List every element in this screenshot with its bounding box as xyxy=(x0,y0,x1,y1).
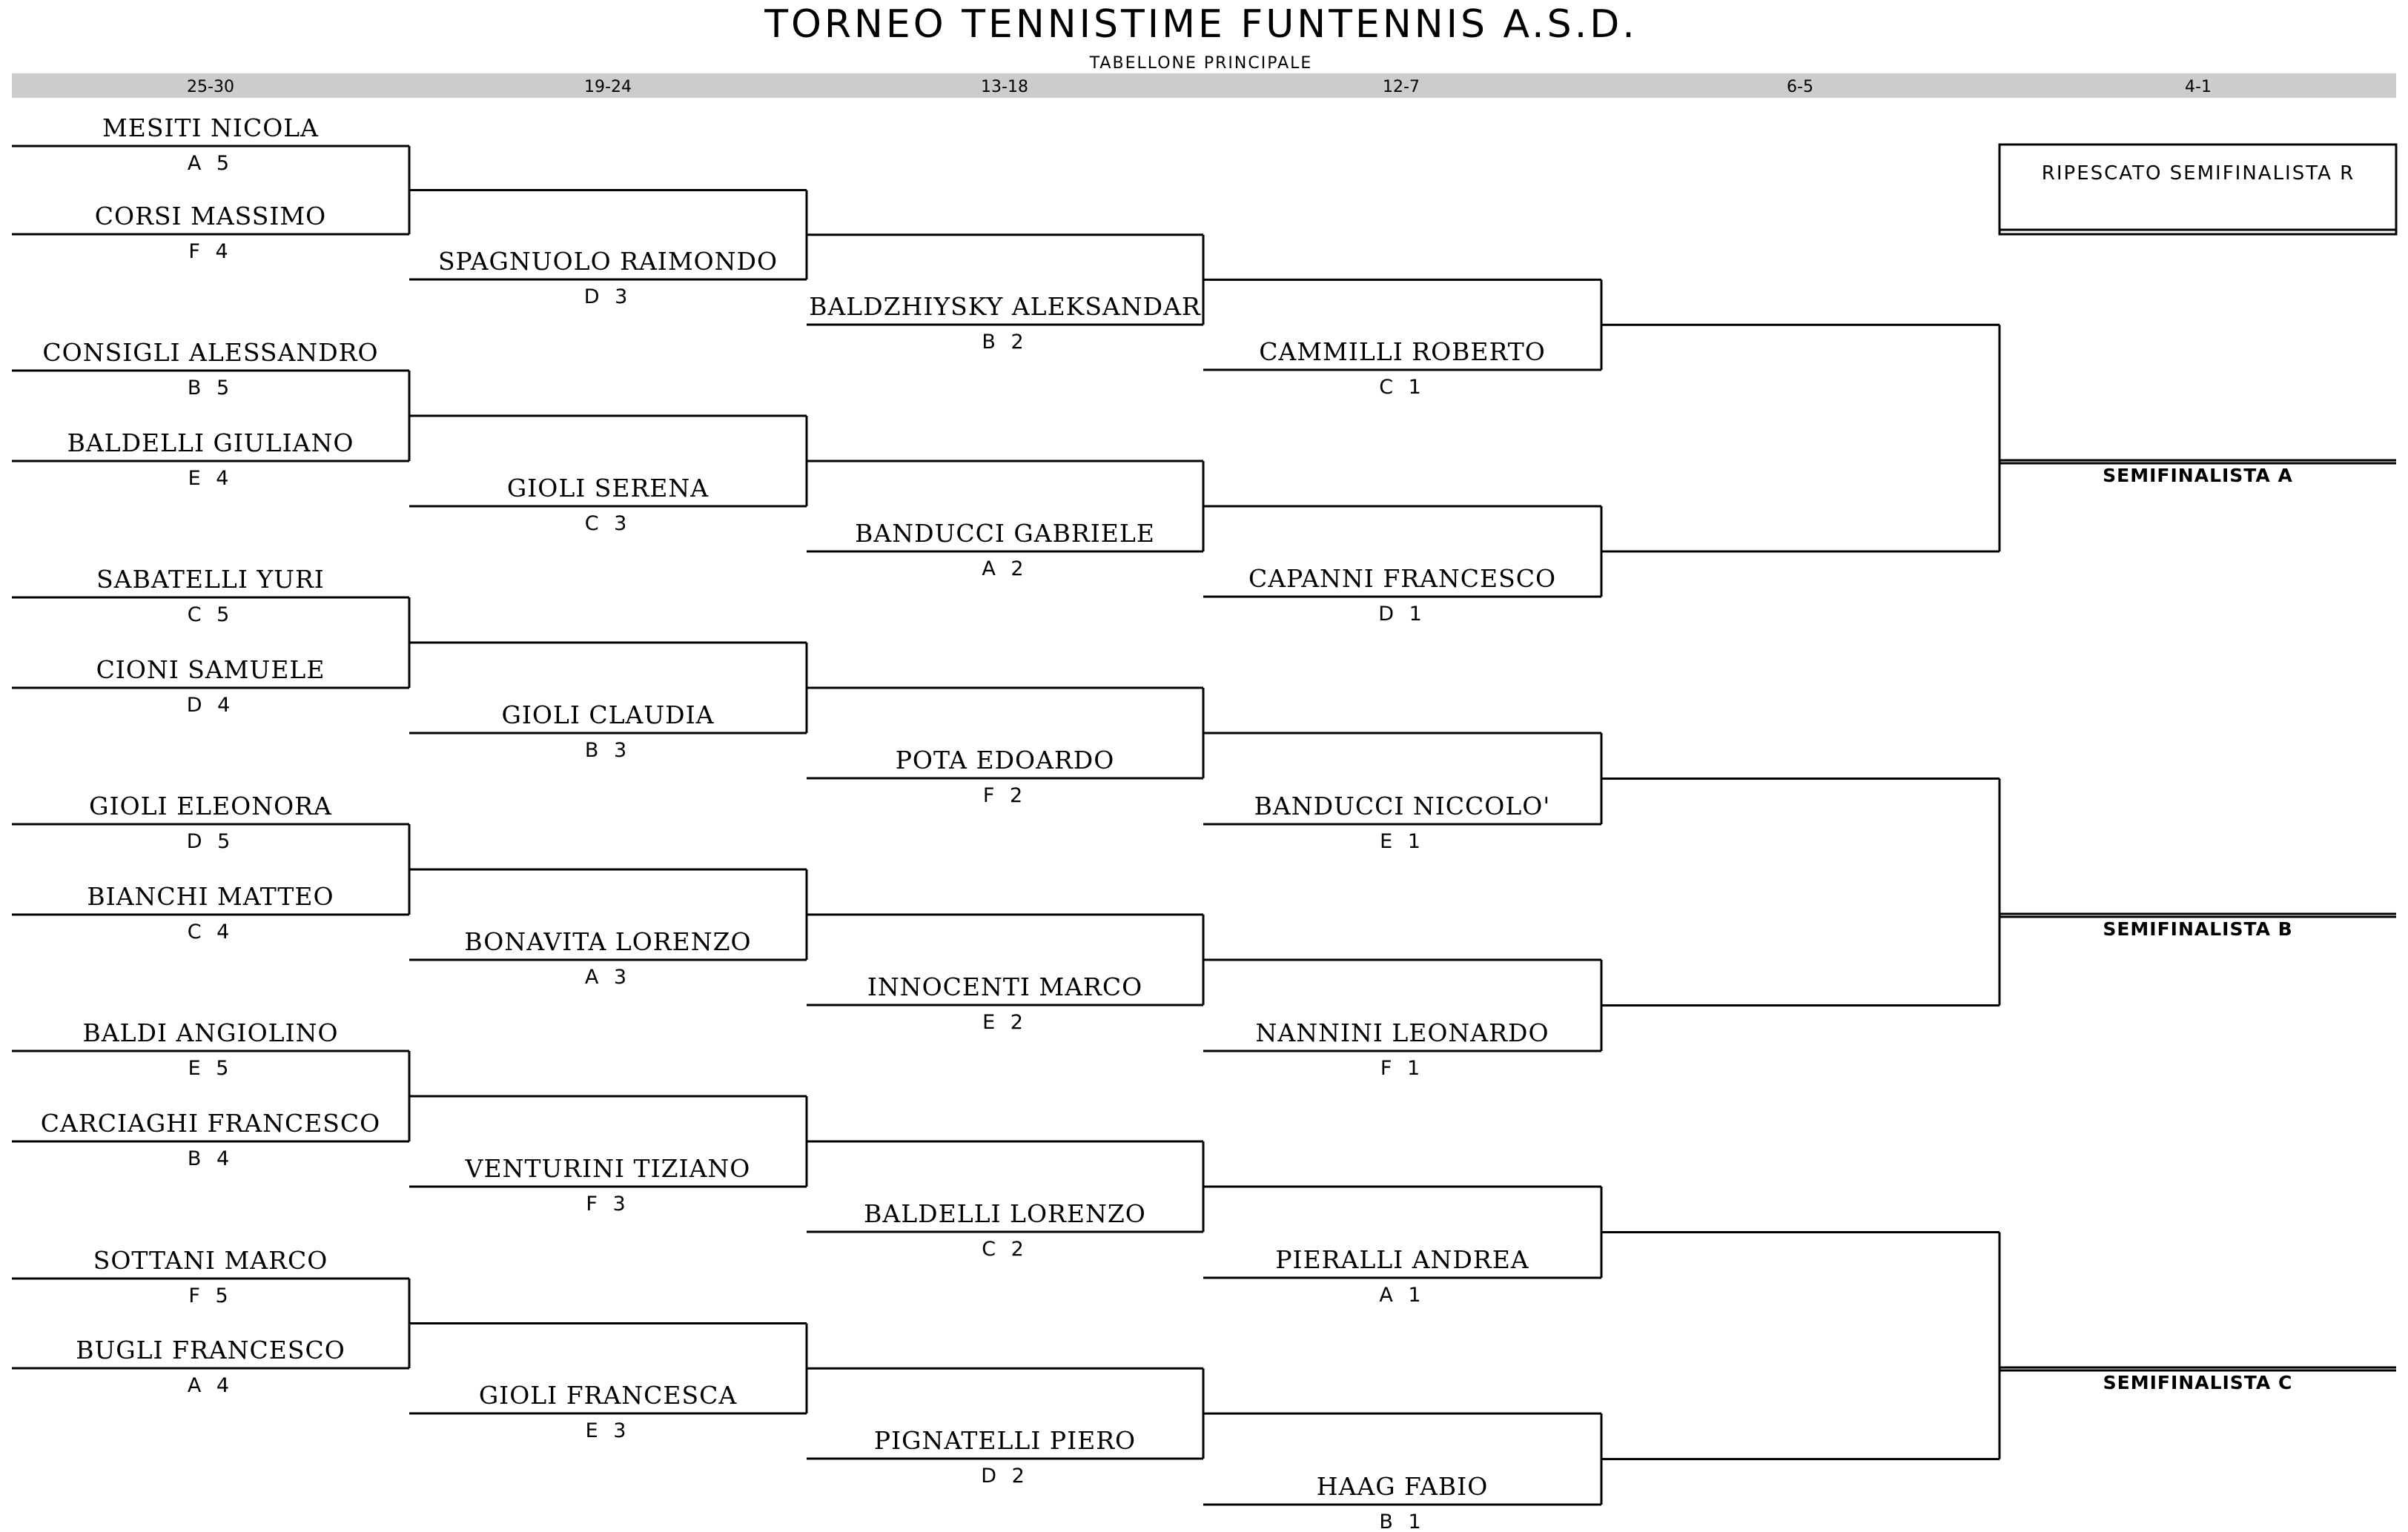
round-header-3: 13-18 xyxy=(981,78,1028,96)
player-name: PIGNATELLI PIERO xyxy=(874,1426,1136,1455)
round-header-1: 25-30 xyxy=(187,78,234,96)
player-seed: D 3 xyxy=(584,285,632,308)
player-name: SABATELLI YURI xyxy=(96,565,325,594)
player-seed: D 1 xyxy=(1378,603,1426,626)
player-seed: D 5 xyxy=(187,830,235,853)
player-name: BANDUCCI GABRIELE xyxy=(855,519,1155,548)
player-name: BIANCHI MATTEO xyxy=(87,882,334,911)
player-seed: E 4 xyxy=(188,467,234,490)
semifinal-slot: SEMIFINALISTA B xyxy=(2103,918,2292,940)
player-name: CORSI MASSIMO xyxy=(95,202,326,231)
player-seed: D 2 xyxy=(981,1465,1029,1488)
semifinal-slot: SEMIFINALISTA A xyxy=(2103,465,2293,486)
player-name: BALDELLI GIULIANO xyxy=(67,428,354,457)
player-name: GIOLI SERENA xyxy=(507,474,709,503)
player-seed: F 1 xyxy=(1380,1057,1424,1080)
player-name: NANNINI LEONARDO xyxy=(1255,1018,1549,1047)
semifinal-slot: SEMIFINALISTA C xyxy=(2103,1372,2293,1393)
player-name: CIONI SAMUELE xyxy=(96,655,325,684)
player-name: CONSIGLI ALESSANDRO xyxy=(42,338,378,367)
player-seed: F 3 xyxy=(586,1193,629,1216)
player-seed: F 2 xyxy=(983,784,1027,807)
player-name: VENTURINI TIZIANO xyxy=(465,1154,751,1183)
player-seed: C 4 xyxy=(188,921,234,944)
bracket-labels: MESITI NICOLA A 5 CORSI MASSIMO F 4 CONSIGLI… xyxy=(41,113,2293,1532)
player-seed: C 5 xyxy=(188,603,234,626)
player-seed: B 2 xyxy=(982,331,1028,354)
player-seed: A 3 xyxy=(585,966,631,989)
player-seed: E 2 xyxy=(982,1011,1028,1034)
round-header-6: 4-1 xyxy=(2185,78,2212,96)
player-seed: F 4 xyxy=(188,240,232,263)
round-header-4: 12-7 xyxy=(1383,78,1420,96)
bracket-lines xyxy=(12,145,2396,1506)
player-name: SOTTANI MARCO xyxy=(93,1246,328,1275)
player-seed: B 1 xyxy=(1379,1511,1425,1532)
player-name: HAAG FABIO xyxy=(1317,1472,1489,1501)
player-seed: A 2 xyxy=(982,557,1028,580)
player-seed: A 1 xyxy=(1379,1284,1425,1307)
ripescato-label: RIPESCATO SEMIFINALISTA R xyxy=(2042,162,2355,185)
player-name: BALDZHIYSKY ALEKSANDAR xyxy=(809,292,1201,321)
player-name: BALDELLI LORENZO xyxy=(864,1199,1146,1228)
player-seed: B 5 xyxy=(188,377,234,399)
player-name: GIOLI FRANCESCA xyxy=(479,1381,738,1410)
player-name: BALDI ANGIOLINO xyxy=(82,1018,338,1047)
player-seed: D 4 xyxy=(187,694,235,717)
ripescato-box xyxy=(1998,143,2398,236)
page-title: TORNEO TENNISTIME FUNTENNIS A.S.D. xyxy=(764,2,1638,47)
round-header-bar xyxy=(12,73,2396,98)
player-seed: C 3 xyxy=(585,512,632,535)
player-seed: E 3 xyxy=(586,1419,631,1442)
player-seed: B 4 xyxy=(188,1147,234,1170)
round-header-5: 6-5 xyxy=(1787,78,1813,96)
player-name: PIERALLI ANDREA xyxy=(1275,1245,1529,1274)
player-seed: B 3 xyxy=(585,739,631,762)
player-seed: A 4 xyxy=(188,1374,234,1397)
player-name: CAMMILLI ROBERTO xyxy=(1259,337,1546,366)
player-name: SPAGNUOLO RAIMONDO xyxy=(438,247,778,276)
player-name: BANDUCCI NICCOLO' xyxy=(1254,792,1551,820)
player-name: CAPANNI FRANCESCO xyxy=(1248,564,1556,593)
player-seed: E 1 xyxy=(1380,830,1425,853)
round-header-2: 19-24 xyxy=(584,78,632,96)
player-name: INNOCENTI MARCO xyxy=(867,972,1142,1001)
player-seed: C 2 xyxy=(982,1238,1028,1261)
player-seed: F 5 xyxy=(188,1284,232,1307)
player-seed: A 5 xyxy=(188,152,234,175)
player-seed: E 5 xyxy=(188,1057,234,1080)
player-name: BONAVITA LORENZO xyxy=(464,927,751,956)
player-name: GIOLI CLAUDIA xyxy=(501,700,714,729)
player-seed: C 1 xyxy=(1379,376,1426,399)
player-name: CARCIAGHI FRANCESCO xyxy=(41,1109,380,1138)
page-subtitle: TABELLONE PRINCIPALE xyxy=(1089,54,1313,73)
player-name: GIOLI ELEONORA xyxy=(89,792,332,820)
player-name: BUGLI FRANCESCO xyxy=(76,1336,345,1364)
player-name: MESITI NICOLA xyxy=(102,113,319,142)
player-name: POTA EDOARDO xyxy=(896,746,1115,775)
